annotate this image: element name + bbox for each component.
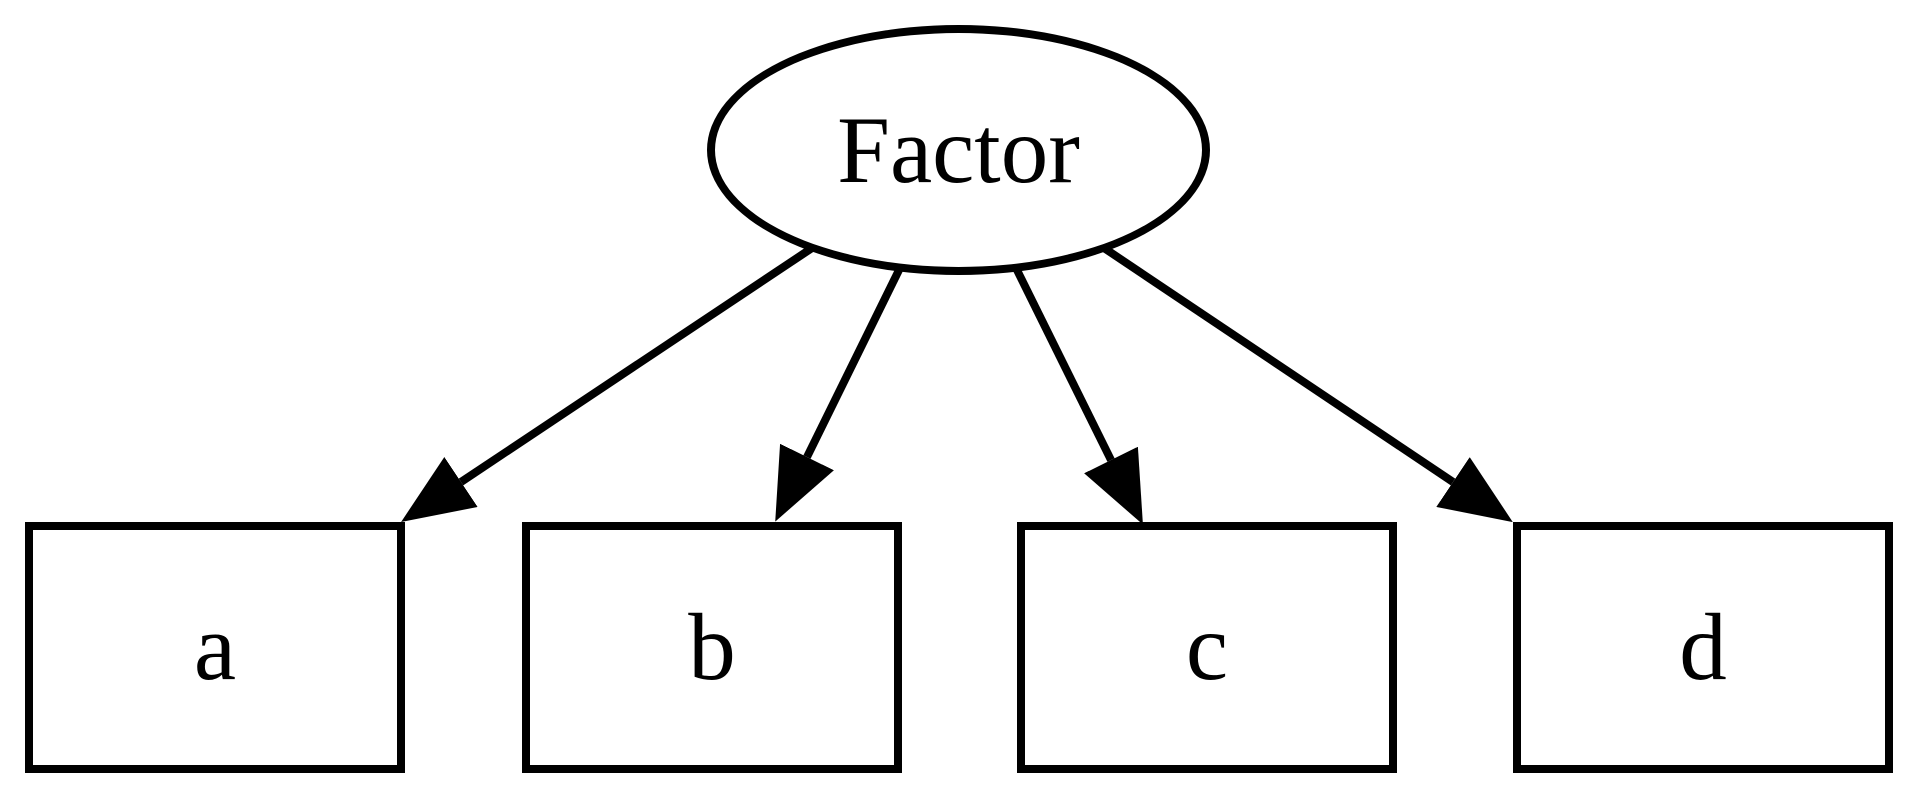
- observed-node-c: c: [1017, 522, 1397, 773]
- observed-node-b: b: [522, 522, 902, 773]
- observed-node-d-label: d: [1679, 594, 1727, 700]
- observed-node-d: d: [1513, 522, 1893, 773]
- observed-node-c-label: c: [1185, 594, 1229, 700]
- edge-factor-b: [775, 266, 904, 522]
- factor-node-label: Factor: [837, 96, 1080, 203]
- observed-node-a-label: a: [193, 594, 237, 700]
- edge-factor-c: [1012, 266, 1143, 525]
- edge-factor-d: [1101, 244, 1513, 523]
- observed-node-b-label: b: [688, 594, 736, 700]
- edge-factor-a: [401, 244, 815, 522]
- factor-node: Factor: [707, 25, 1210, 275]
- observed-node-a: a: [25, 522, 405, 773]
